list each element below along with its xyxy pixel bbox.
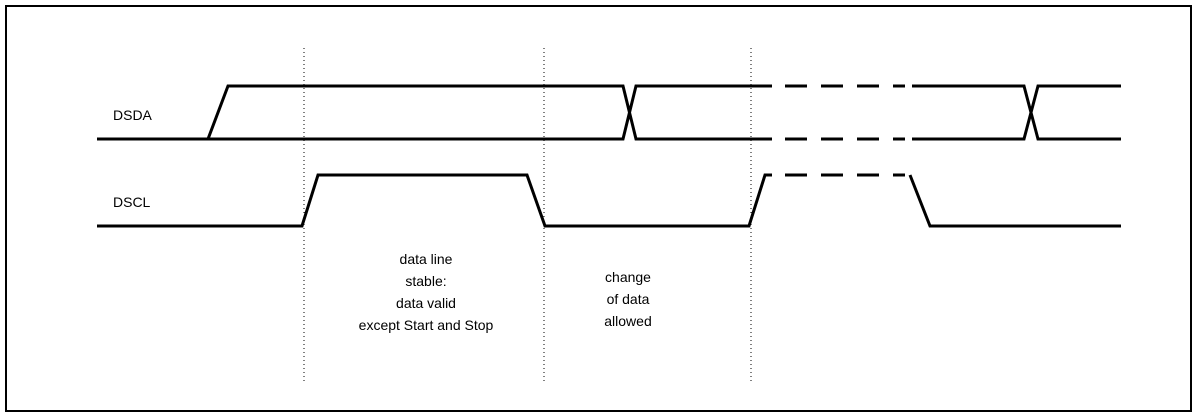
change-note-line: change xyxy=(605,269,651,285)
stable-note-line: data valid xyxy=(396,295,456,311)
stable-note-line: data line xyxy=(399,251,453,267)
stable-note-line: stable: xyxy=(405,273,447,289)
diagram-frame xyxy=(5,5,1192,412)
change-note-line: of data xyxy=(606,291,650,307)
change-note: change of data allowed xyxy=(588,266,668,332)
dscl-label: DSCL xyxy=(113,194,151,210)
dscl-clock-pulse xyxy=(97,173,772,228)
dsda-label: DSDA xyxy=(113,107,152,123)
dsda-end-high xyxy=(912,84,1121,141)
dsda-waveform xyxy=(97,84,1121,141)
dsda-low-then-rise xyxy=(97,84,772,141)
dsda-end-low xyxy=(912,84,1121,141)
dscl-waveform xyxy=(97,173,1121,228)
dsda-high-then-fall xyxy=(208,84,772,141)
stable-note-line: except Start and Stop xyxy=(358,317,494,333)
stable-note: data line stable: data valid except Star… xyxy=(336,248,516,336)
change-note-line: allowed xyxy=(604,313,652,329)
dscl-final-fall xyxy=(908,174,1121,228)
